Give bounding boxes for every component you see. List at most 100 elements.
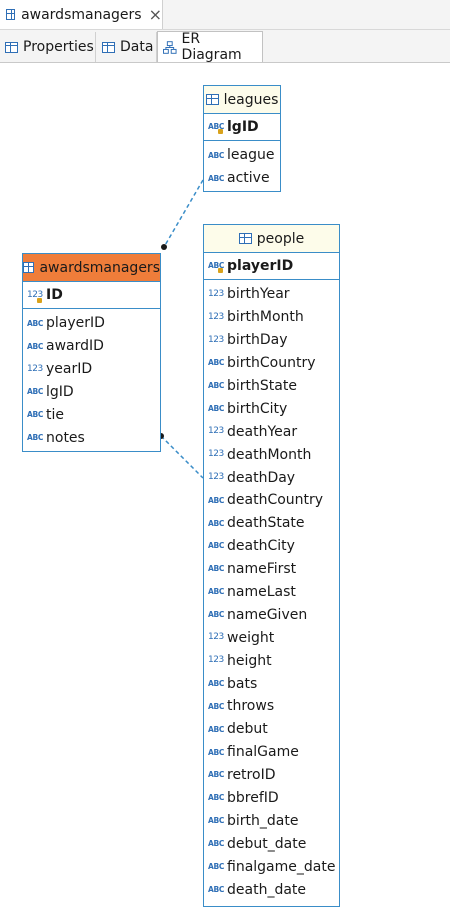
string-type-icon: ABC [208, 770, 225, 780]
column-name: notes [46, 429, 85, 446]
string-type-icon: ABC [27, 387, 44, 397]
number-type-icon: 123 [208, 334, 224, 345]
column-name: bats [227, 675, 258, 692]
relationship-leagues-awardsmanagers[interactable] [163, 179, 204, 248]
column-name: lgID [46, 384, 74, 401]
sub-tab-bar: Properties Data ER Diagram [0, 30, 450, 63]
primary-key-row[interactable]: 123 ID [23, 282, 160, 309]
editor-tab-awardsmanagers[interactable]: awardsmanagers × [0, 0, 163, 29]
entity-title: people [256, 230, 305, 247]
string-type-icon: ABC [27, 341, 44, 351]
column-name: height [227, 652, 272, 669]
entity-title: awardsmanagers [39, 259, 160, 276]
number-type-icon: 123 [208, 311, 224, 322]
column-name: birthMonth [227, 309, 304, 326]
column-name: active [227, 170, 270, 187]
column-name: lgID [227, 119, 259, 135]
string-type-icon: ABC [208, 793, 225, 803]
column-name: debut [227, 721, 268, 738]
relationship-people-awardsmanagers[interactable] [160, 435, 204, 479]
relationship-endpoint [161, 244, 167, 250]
column-name: finalGame [227, 744, 299, 761]
number-type-icon: 123 [208, 632, 224, 643]
column-name: retroID [227, 767, 276, 784]
primary-key-row[interactable]: ABC lgID [204, 114, 280, 141]
column-name: playerID [227, 258, 294, 274]
tab-properties[interactable]: Properties [0, 32, 96, 62]
column-name: nameFirst [227, 561, 297, 578]
string-type-icon: ABC [208, 358, 225, 368]
column-name: nameGiven [227, 606, 308, 623]
tab-data[interactable]: Data [97, 32, 157, 62]
column-name: tie [46, 407, 64, 423]
string-type-icon: ABC [208, 816, 225, 826]
column-name: finalgame_date [227, 858, 336, 875]
entity-header: leagues [204, 86, 280, 114]
column-name: weight [227, 629, 275, 646]
primary-key-row[interactable]: ABC playerID [204, 253, 339, 280]
table-icon [205, 94, 219, 105]
string-type-icon: ABC [208, 610, 225, 620]
string-type-icon: ABC [27, 318, 44, 328]
string-type-icon: ABC [27, 410, 44, 420]
string-type-icon: ABC [208, 587, 225, 597]
column-name: nameLast [227, 584, 296, 601]
column-name: birth_date [227, 812, 299, 829]
string-key-icon: ABC [208, 122, 225, 134]
column-name: deathCountry [227, 492, 324, 509]
column-name: awardID [46, 338, 104, 355]
column-name: league [227, 147, 275, 164]
column-name: birthCity [227, 400, 288, 417]
data-icon [102, 41, 115, 53]
column-name: birthYear [227, 286, 290, 303]
string-type-icon: ABC [208, 381, 225, 391]
column-name: debut_date [227, 835, 307, 852]
entity-title: leagues [223, 91, 279, 108]
number-key-icon: 123 [27, 289, 43, 303]
tab-er-diagram[interactable]: ER Diagram [157, 31, 263, 63]
string-type-icon: ABC [208, 518, 225, 528]
close-icon[interactable]: × [148, 5, 162, 24]
string-type-icon: ABC [208, 861, 225, 871]
